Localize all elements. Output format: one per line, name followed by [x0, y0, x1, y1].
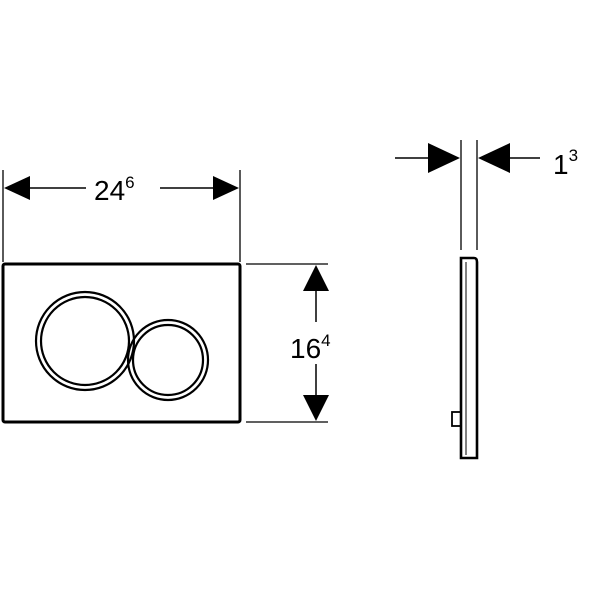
front-view: [1, 262, 242, 424]
height-value: 16: [290, 333, 321, 364]
large-flush-button-outer: [34, 290, 136, 392]
height-dimension: 164: [246, 263, 331, 423]
thickness-value: 1: [553, 149, 569, 180]
flush-plate-outline: [1, 262, 242, 424]
plate-side-profile: [459, 256, 479, 460]
small-flush-button-inner: [131, 323, 205, 397]
thickness-superscript: 3: [569, 146, 578, 165]
arrow-left-into-icon: [478, 143, 510, 173]
width-superscript: 6: [125, 173, 134, 192]
width-label: 246: [94, 173, 135, 206]
width-value: 24: [94, 175, 125, 206]
height-superscript: 4: [321, 331, 330, 350]
width-dimension: 246: [2, 170, 241, 262]
arrow-left-icon: [4, 176, 30, 200]
thickness-dimension: 13: [395, 143, 578, 180]
arrow-down-icon: [303, 395, 329, 421]
actuator-nub: [451, 411, 462, 427]
side-view: [451, 140, 479, 460]
arrow-right-into-icon: [428, 143, 460, 173]
arrow-right-icon: [213, 176, 239, 200]
thickness-label: 13: [553, 146, 578, 180]
height-label: 164: [290, 331, 331, 364]
large-flush-button-inner: [39, 295, 131, 387]
small-flush-button-outer: [126, 318, 210, 402]
arrow-up-icon: [303, 265, 329, 291]
